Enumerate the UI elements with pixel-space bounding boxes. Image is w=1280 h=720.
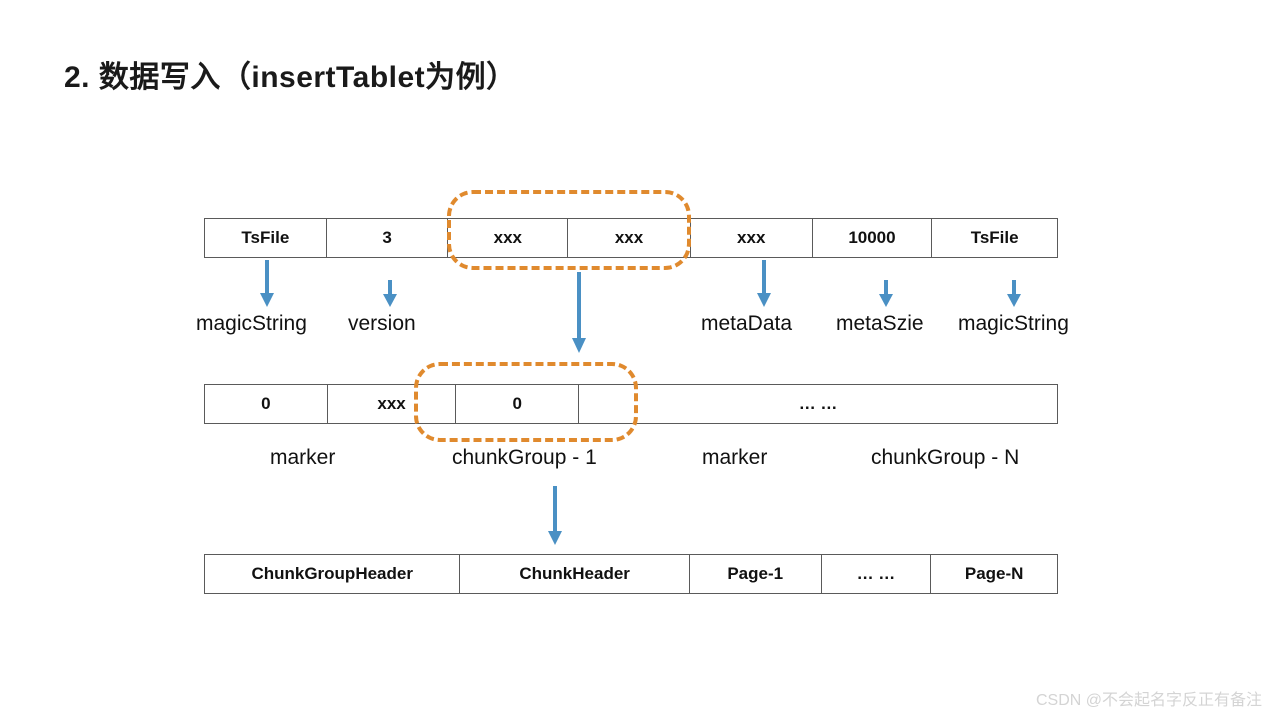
arrow-down-icon-magicstring (258, 260, 276, 308)
table-cell: Page-N (964, 564, 1024, 583)
chunk-group-detail-row: ChunkGroupHeader ChunkHeader Page-1 … … … (204, 554, 1058, 594)
table-cell: xxx (568, 219, 691, 257)
arrow-down-icon-metasize (877, 280, 895, 308)
caption-marker-2: marker (702, 446, 768, 469)
table-cell: ChunkHeader (460, 555, 690, 593)
page-title: 2. 数据写入（insertTablet为例） (64, 61, 517, 94)
caption-version: version (348, 312, 416, 335)
table-cell: ChunkGroupHeader (205, 555, 461, 593)
arrow-down-icon-metadata (755, 260, 773, 308)
table-cell: xxx (691, 219, 813, 257)
arrow-down-icon-chunkgroup-detail (546, 486, 564, 546)
table-cell: 10000 (813, 219, 933, 257)
csdn-watermark: CSDN @不会起名字反正有备注 (1035, 692, 1262, 709)
caption-marker-1: marker (270, 446, 336, 469)
table-cell: Page-1 (690, 555, 822, 593)
arrow-down-icon-version (381, 280, 399, 308)
table-cell: 0 (456, 385, 580, 423)
arrow-down-icon-chunkgroups (570, 272, 588, 354)
caption-chunkgroup-n: chunkGroup - N (871, 446, 1020, 469)
table-cell: 3 (327, 219, 449, 257)
arrow-down-icon-magicstring-2 (1005, 280, 1023, 308)
caption-metasize: metaSzie (836, 312, 924, 335)
table-cell: xxx (328, 385, 457, 423)
caption-magicstring: magicString (196, 312, 307, 335)
chunk-groups-row: 0 xxx 0 … … (204, 384, 1058, 424)
table-cell: TsFile (970, 228, 1019, 247)
table-cell: 0 (205, 385, 328, 423)
table-cell: xxx (448, 219, 569, 257)
table-cell: … … (798, 394, 838, 413)
caption-metadata: metaData (701, 312, 793, 335)
caption-magicstring-2: magicString (958, 312, 1069, 335)
caption-chunkgroup-1: chunkGroup - 1 (452, 446, 597, 469)
table-cell: TsFile (205, 219, 327, 257)
table-cell: … … (822, 555, 932, 593)
file-layout-row: TsFile 3 xxx xxx xxx 10000 TsFile (204, 218, 1058, 258)
